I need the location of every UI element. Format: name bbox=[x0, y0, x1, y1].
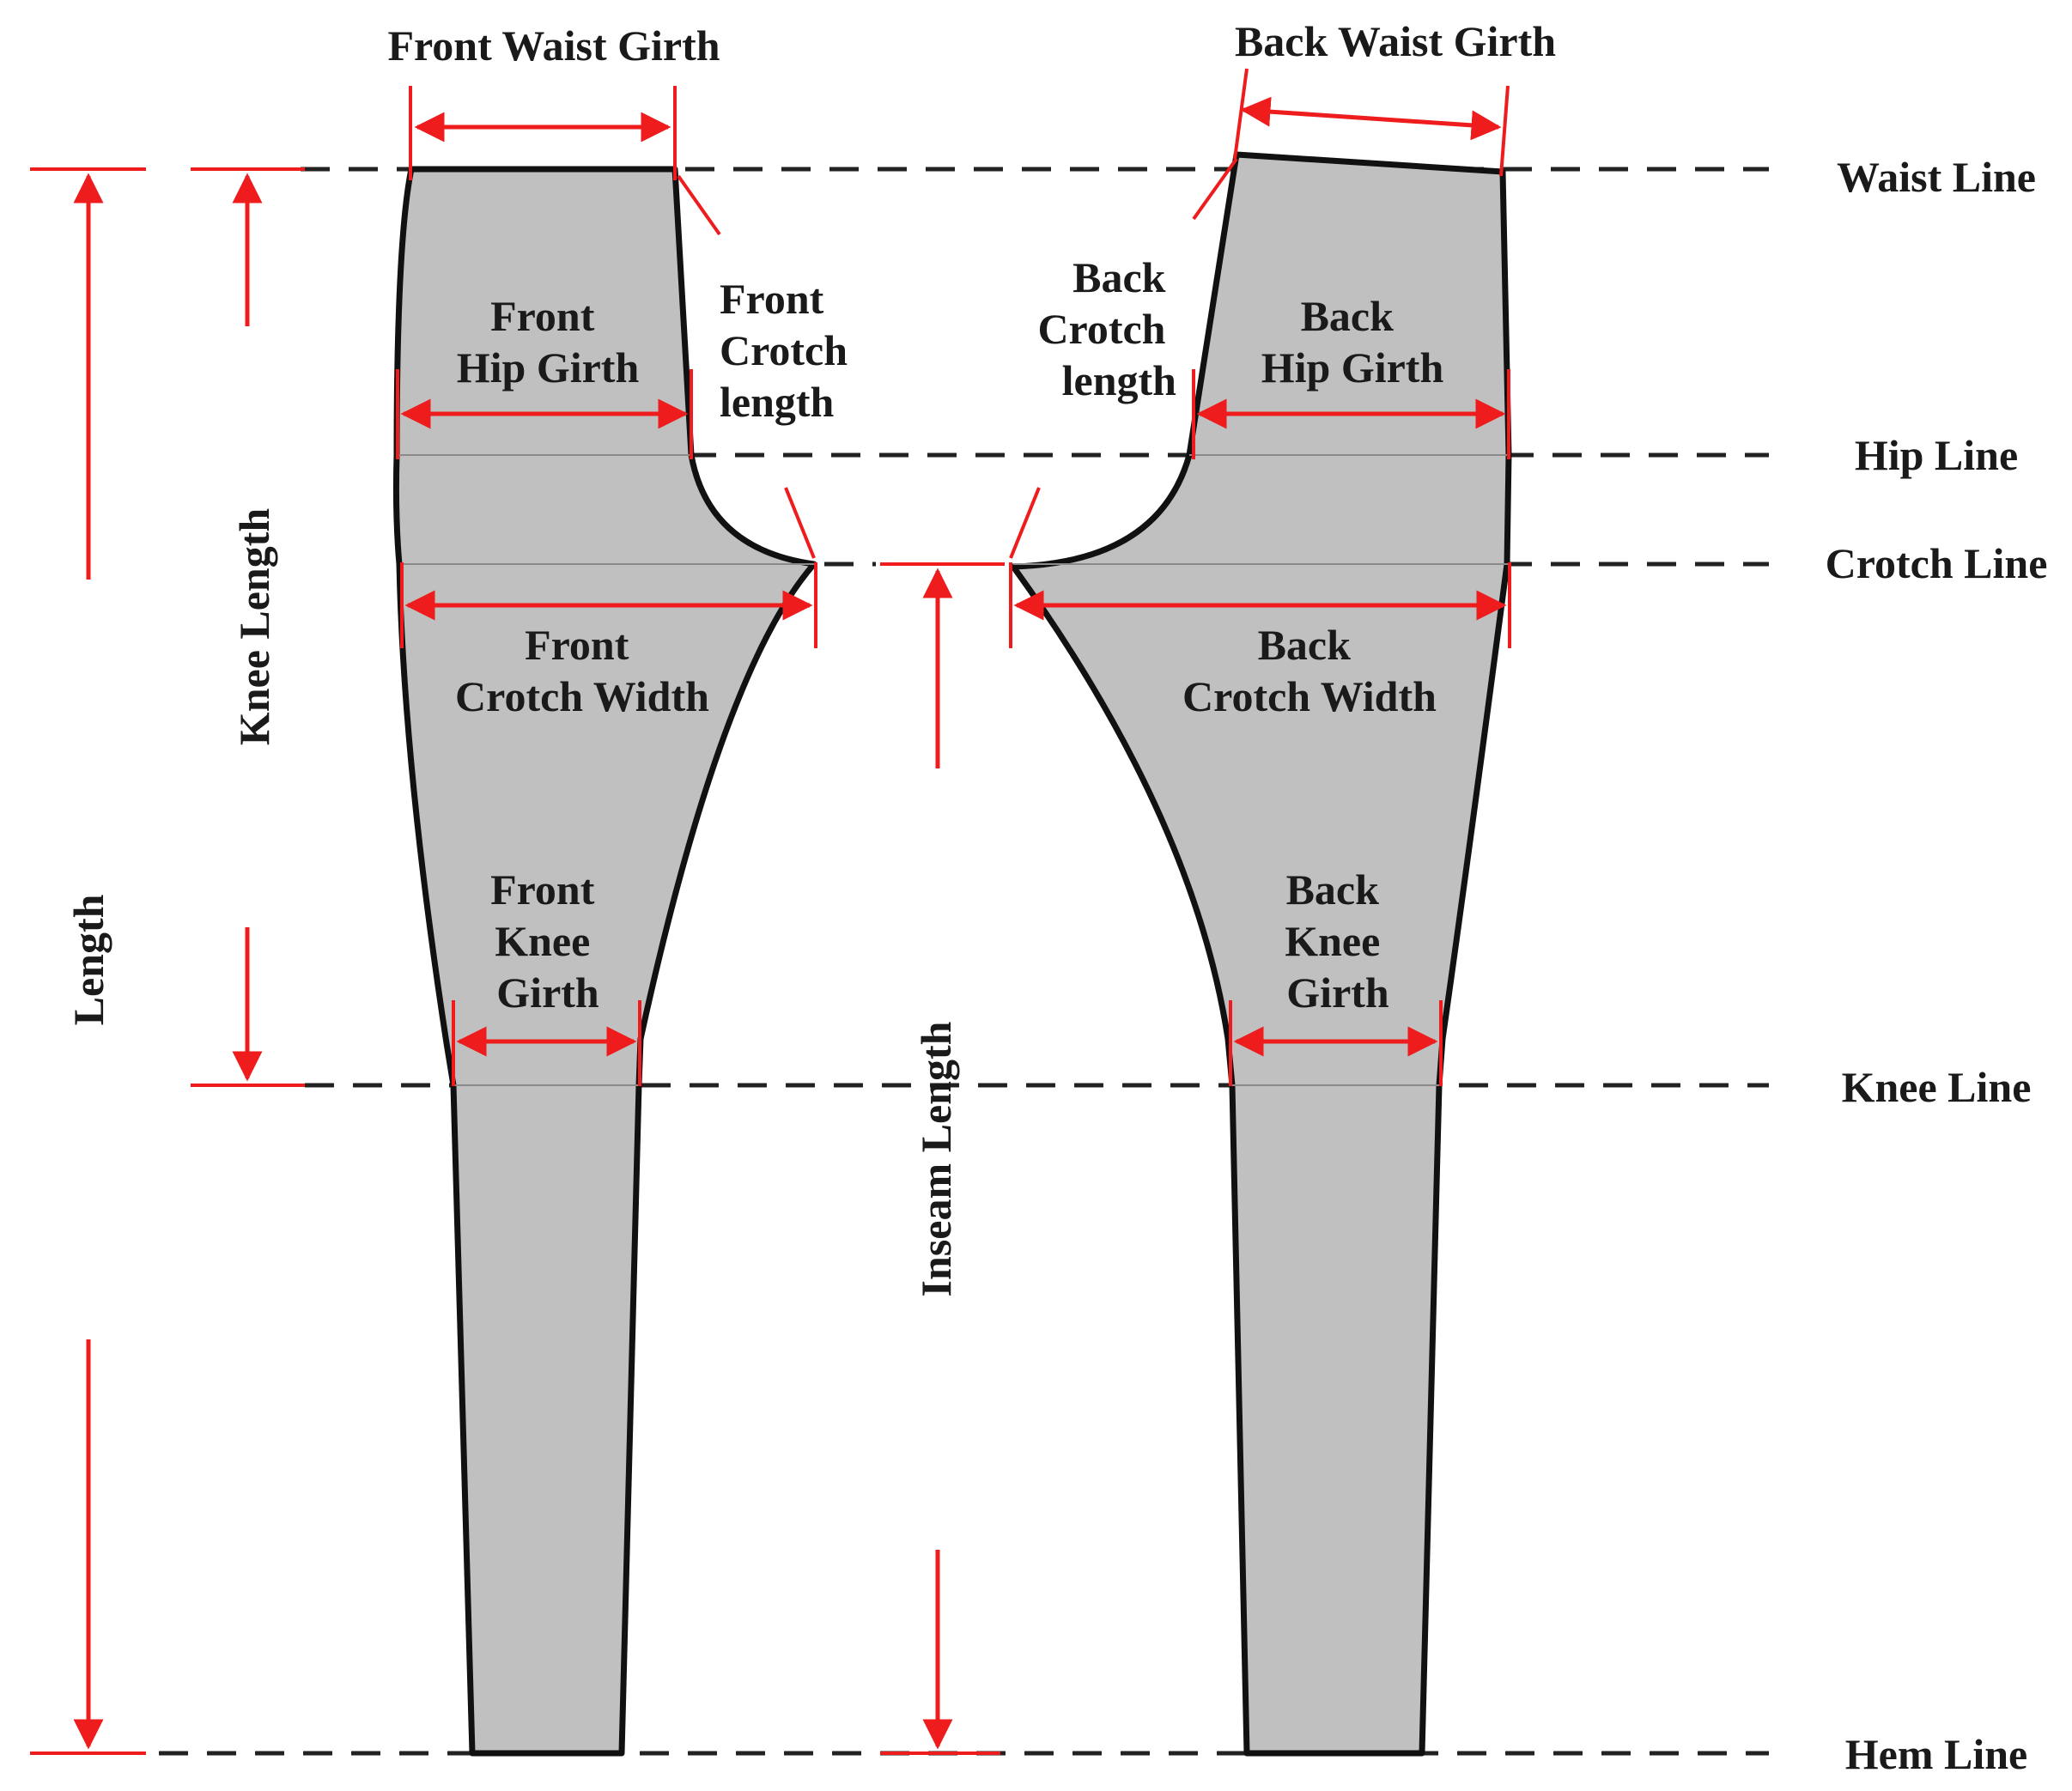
back-waist-tick-left bbox=[1233, 68, 1249, 160]
back-crotch-tick-top bbox=[1192, 157, 1238, 221]
front-knee-girth-measure: Front Knee Girth bbox=[452, 865, 641, 1086]
front-crotch-width-line-2: Crotch Width bbox=[455, 672, 709, 720]
back-hip-girth-line-1: Back bbox=[1301, 292, 1394, 340]
front-hip-girth-label: Front Hip Girth bbox=[457, 292, 640, 392]
back-crotch-length-line-2: Crotch bbox=[1037, 305, 1165, 353]
waist-line-label: Waist Line bbox=[1837, 153, 2036, 201]
back-crotch-length-label: Back Crotch length bbox=[1037, 253, 1176, 404]
knee-line-label: Knee Line bbox=[1842, 1063, 2032, 1111]
back-crotch-width-line-2: Crotch Width bbox=[1182, 672, 1437, 720]
back-knee-girth-line-3: Girth bbox=[1286, 968, 1389, 1017]
front-hip-girth-line-2: Hip Girth bbox=[457, 343, 640, 392]
front-crotch-width-line-1: Front bbox=[525, 621, 629, 669]
front-hip-girth-measure: Front Hip Girth bbox=[396, 292, 693, 459]
hip-line-label: Hip Line bbox=[1855, 431, 2018, 479]
back-crotch-length-line-3: length bbox=[1062, 356, 1177, 404]
hem-line-label: Hem Line bbox=[1845, 1730, 2027, 1778]
front-knee-girth-line-2: Knee bbox=[495, 917, 590, 965]
front-hip-girth-line-1: Front bbox=[490, 292, 595, 340]
inseam-length-measure: Inseam Length bbox=[880, 568, 1000, 1755]
front-crotch-width-label: Front Crotch Width bbox=[455, 621, 709, 720]
inseam-length-label: Inseam Length bbox=[912, 1021, 960, 1296]
front-crotch-width-measure: Front Crotch Width bbox=[400, 562, 817, 720]
back-knee-girth-measure: Back Knee Girth bbox=[1229, 865, 1443, 1086]
back-knee-girth-line-2: Knee bbox=[1285, 917, 1380, 965]
front-crotch-length-label: Front Crotch length bbox=[720, 275, 859, 426]
back-waist-tick-right bbox=[1499, 85, 1510, 177]
knee-length-label: Knee Length bbox=[230, 508, 278, 746]
back-knee-girth-line-1: Back bbox=[1286, 865, 1380, 914]
crotch-line-label: Crotch Line bbox=[1826, 539, 2048, 587]
front-crotch-length-measure: Front Crotch length bbox=[677, 174, 859, 559]
front-crotch-length-line-2: Crotch bbox=[720, 326, 848, 374]
length-measure: Length bbox=[30, 167, 146, 1755]
back-crotch-width-line-1: Back bbox=[1258, 621, 1352, 669]
front-knee-girth-label: Front Knee Girth bbox=[490, 865, 605, 1017]
front-waist-girth-measure: Front Waist Girth bbox=[387, 21, 720, 180]
front-crotch-length-line-3: length bbox=[720, 378, 835, 426]
line-labels: Waist Line Hip Line Crotch Line Knee Lin… bbox=[1826, 153, 2048, 1778]
back-hip-girth-measure: Back Hip Girth bbox=[1192, 292, 1510, 459]
back-knee-girth-label: Back Knee Girth bbox=[1285, 865, 1391, 1017]
back-crotch-width-label: Back Crotch Width bbox=[1182, 621, 1437, 720]
back-panel-shape bbox=[1010, 151, 1512, 1757]
front-crotch-length-line-1: Front bbox=[720, 275, 824, 323]
front-knee-girth-line-1: Front bbox=[490, 865, 595, 914]
back-crotch-width-measure: Back Crotch Width bbox=[1009, 562, 1511, 720]
knee-length-measure: Knee Length bbox=[191, 167, 305, 1087]
back-waist-girth-arrow bbox=[1240, 96, 1502, 141]
length-label: Length bbox=[64, 894, 112, 1025]
front-crotch-tick-bottom bbox=[784, 487, 816, 559]
back-crotch-length-measure: Back Crotch length bbox=[1009, 157, 1238, 559]
front-knee-girth-line-3: Girth bbox=[496, 968, 599, 1017]
back-crotch-length-line-1: Back bbox=[1072, 253, 1166, 301]
front-waist-girth-label: Front Waist Girth bbox=[387, 21, 720, 70]
back-waist-girth-label: Back Waist Girth bbox=[1235, 17, 1556, 65]
back-hip-girth-line-2: Hip Girth bbox=[1261, 343, 1444, 392]
back-hip-girth-label: Back Hip Girth bbox=[1261, 292, 1444, 392]
back-waist-girth-measure: Back Waist Girth bbox=[1233, 17, 1556, 177]
front-crotch-tick-top bbox=[677, 174, 721, 236]
back-crotch-tick-bottom bbox=[1009, 487, 1041, 559]
back-panel bbox=[1010, 151, 1512, 1757]
